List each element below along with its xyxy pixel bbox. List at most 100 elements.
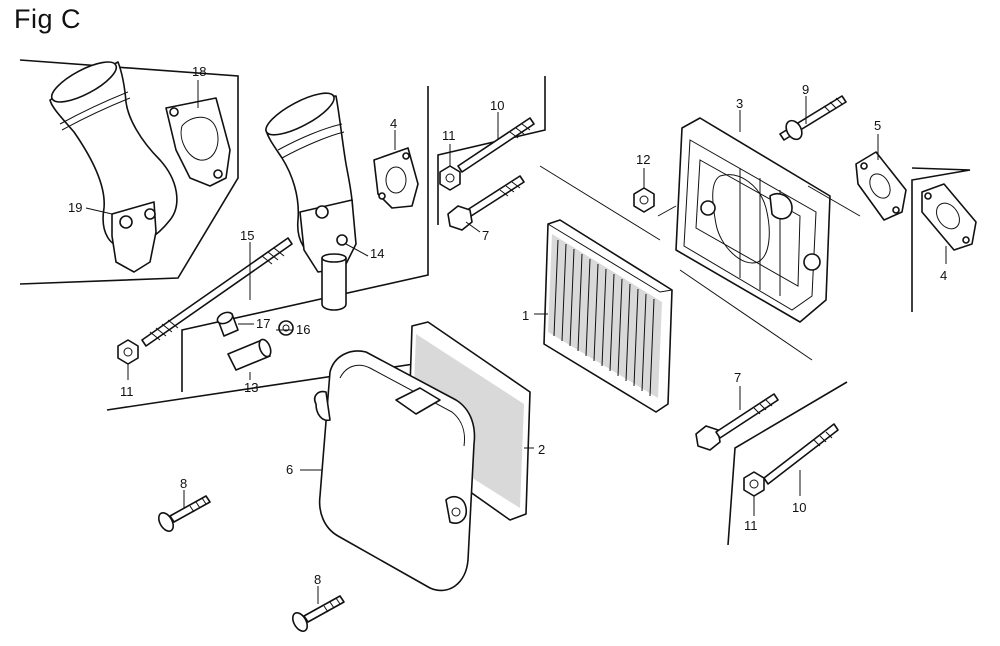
gasket-4-right-outline	[921, 183, 977, 251]
gasket-part-4-upper	[373, 147, 419, 209]
filter-pleat-lines	[553, 239, 655, 397]
bolt-10-lower-shaft	[763, 423, 839, 485]
cover-6-top-edge	[339, 364, 465, 447]
collar-13-end	[258, 338, 272, 358]
bolt-7-lower-head	[695, 425, 721, 451]
cover-6-body	[318, 350, 476, 592]
guide-line-4	[657, 205, 677, 217]
gasket-part-18	[165, 97, 231, 187]
bolt-10-lower-threads	[813, 431, 833, 447]
nut-11-upper-hex	[439, 165, 461, 191]
gasket-5-outline	[855, 151, 907, 221]
callout-15: 15	[240, 228, 254, 243]
gasket-4-right-hole-2	[962, 236, 970, 244]
base-3-boss-2	[803, 253, 821, 271]
guide-line-3	[807, 185, 861, 217]
bolt-part-7-upper	[447, 175, 525, 231]
gasket-4-upper-hole	[378, 192, 386, 200]
callout-14: 14	[370, 246, 384, 261]
intake-elbow-hole-2	[144, 208, 156, 220]
callout-2: 2	[538, 442, 545, 457]
nut-11-left-hole	[123, 347, 133, 357]
nut-11-left-hex	[117, 339, 139, 365]
stud-part-9	[779, 95, 847, 141]
callout-3: 3	[736, 96, 743, 111]
stud-15-threads	[149, 319, 179, 341]
filter-element-top-edge	[547, 223, 673, 293]
nut-part-12	[633, 187, 655, 213]
cover-6-hole	[451, 507, 461, 517]
bolt-7-upper-head	[447, 205, 473, 231]
bolt-7-upper-shaft	[463, 175, 525, 219]
callout-17: 17	[256, 316, 270, 331]
base-3-breather	[769, 192, 793, 220]
bolt-part-7-lower	[695, 393, 779, 451]
gasket-part-5	[855, 151, 907, 221]
stud-15-threads-2	[261, 247, 285, 265]
intake-pipe-hole-2	[336, 234, 348, 246]
gasket-18-hole-2	[213, 169, 223, 179]
assembly-guide-lines	[539, 165, 861, 361]
washer-16-inner	[282, 324, 290, 332]
filter-element-part-1	[543, 219, 673, 413]
callout-8-upper: 8	[180, 476, 187, 491]
gasket-4-upper-outline	[373, 147, 419, 209]
callout-9: 9	[802, 82, 809, 97]
callout-13: 13	[244, 380, 258, 395]
gasket-4-right-opening	[936, 202, 960, 230]
base-3-outline	[675, 117, 831, 323]
section-outlines	[19, 59, 971, 546]
cover-6-latch	[395, 387, 441, 415]
bushing-17-top	[216, 311, 234, 325]
callout-8-lower: 8	[314, 572, 321, 587]
air-cleaner-cover-part-6	[313, 350, 476, 592]
lower-left-section-line	[106, 357, 455, 411]
gasket-18-outline	[165, 97, 231, 187]
nut-part-11-left	[117, 339, 139, 365]
washer-part-16	[278, 320, 294, 336]
bolt-8-lower-shaft	[303, 595, 345, 623]
bolt-8-lower-threads	[323, 597, 341, 613]
callout-12: 12	[636, 152, 650, 167]
gasket-5-hole	[860, 162, 868, 170]
figure-title: Fig C	[14, 4, 82, 34]
right-gasket-section-box	[911, 167, 971, 312]
gasket-18-hole	[169, 107, 179, 117]
bolt-7-upper-threads	[499, 181, 521, 197]
cover-6-ear	[313, 390, 331, 422]
bolt-8-upper-shaft	[169, 495, 211, 523]
nut-11-lower-hex	[743, 471, 765, 497]
callout-10-upper: 10	[490, 98, 504, 113]
long-stud-part-15	[141, 237, 293, 347]
gasket-5-hole-2	[892, 206, 900, 214]
callout-10-lower: 10	[792, 500, 806, 515]
intake-pipe-hole	[315, 205, 329, 219]
base-3-boss	[700, 200, 716, 216]
callout-11-upper: 11	[442, 128, 456, 143]
collar-part-13	[227, 338, 272, 371]
intake-pipe-part-14	[265, 92, 357, 311]
intake-elbow-ring	[59, 91, 129, 125]
callout-4-upper: 4	[390, 116, 397, 131]
base-3-inner-rim	[683, 139, 817, 311]
callout-18: 18	[192, 64, 206, 79]
stud-15-shaft	[141, 237, 293, 347]
intake-elbow-ring-2	[61, 97, 131, 131]
gasket-4-right-hole	[924, 192, 932, 200]
upper-middle-section-box	[437, 76, 546, 225]
air-cleaner-base-part-3	[675, 117, 831, 323]
upper-left-section-box	[19, 59, 239, 285]
callout-6: 6	[286, 462, 293, 477]
gasket-4-upper-opening	[385, 166, 407, 194]
nut-11-lower-hole	[749, 479, 759, 489]
nut-part-11-upper	[439, 165, 461, 191]
bolt-8-upper-threads	[189, 497, 207, 513]
nut-part-11-lower	[743, 471, 765, 497]
callout-11-lower: 11	[744, 518, 758, 533]
callout-4-right: 4	[940, 268, 947, 283]
intake-pipe-nozzle-rim	[321, 253, 347, 263]
gasket-18-opening	[180, 116, 219, 161]
base-3-inner-panel	[695, 159, 801, 287]
